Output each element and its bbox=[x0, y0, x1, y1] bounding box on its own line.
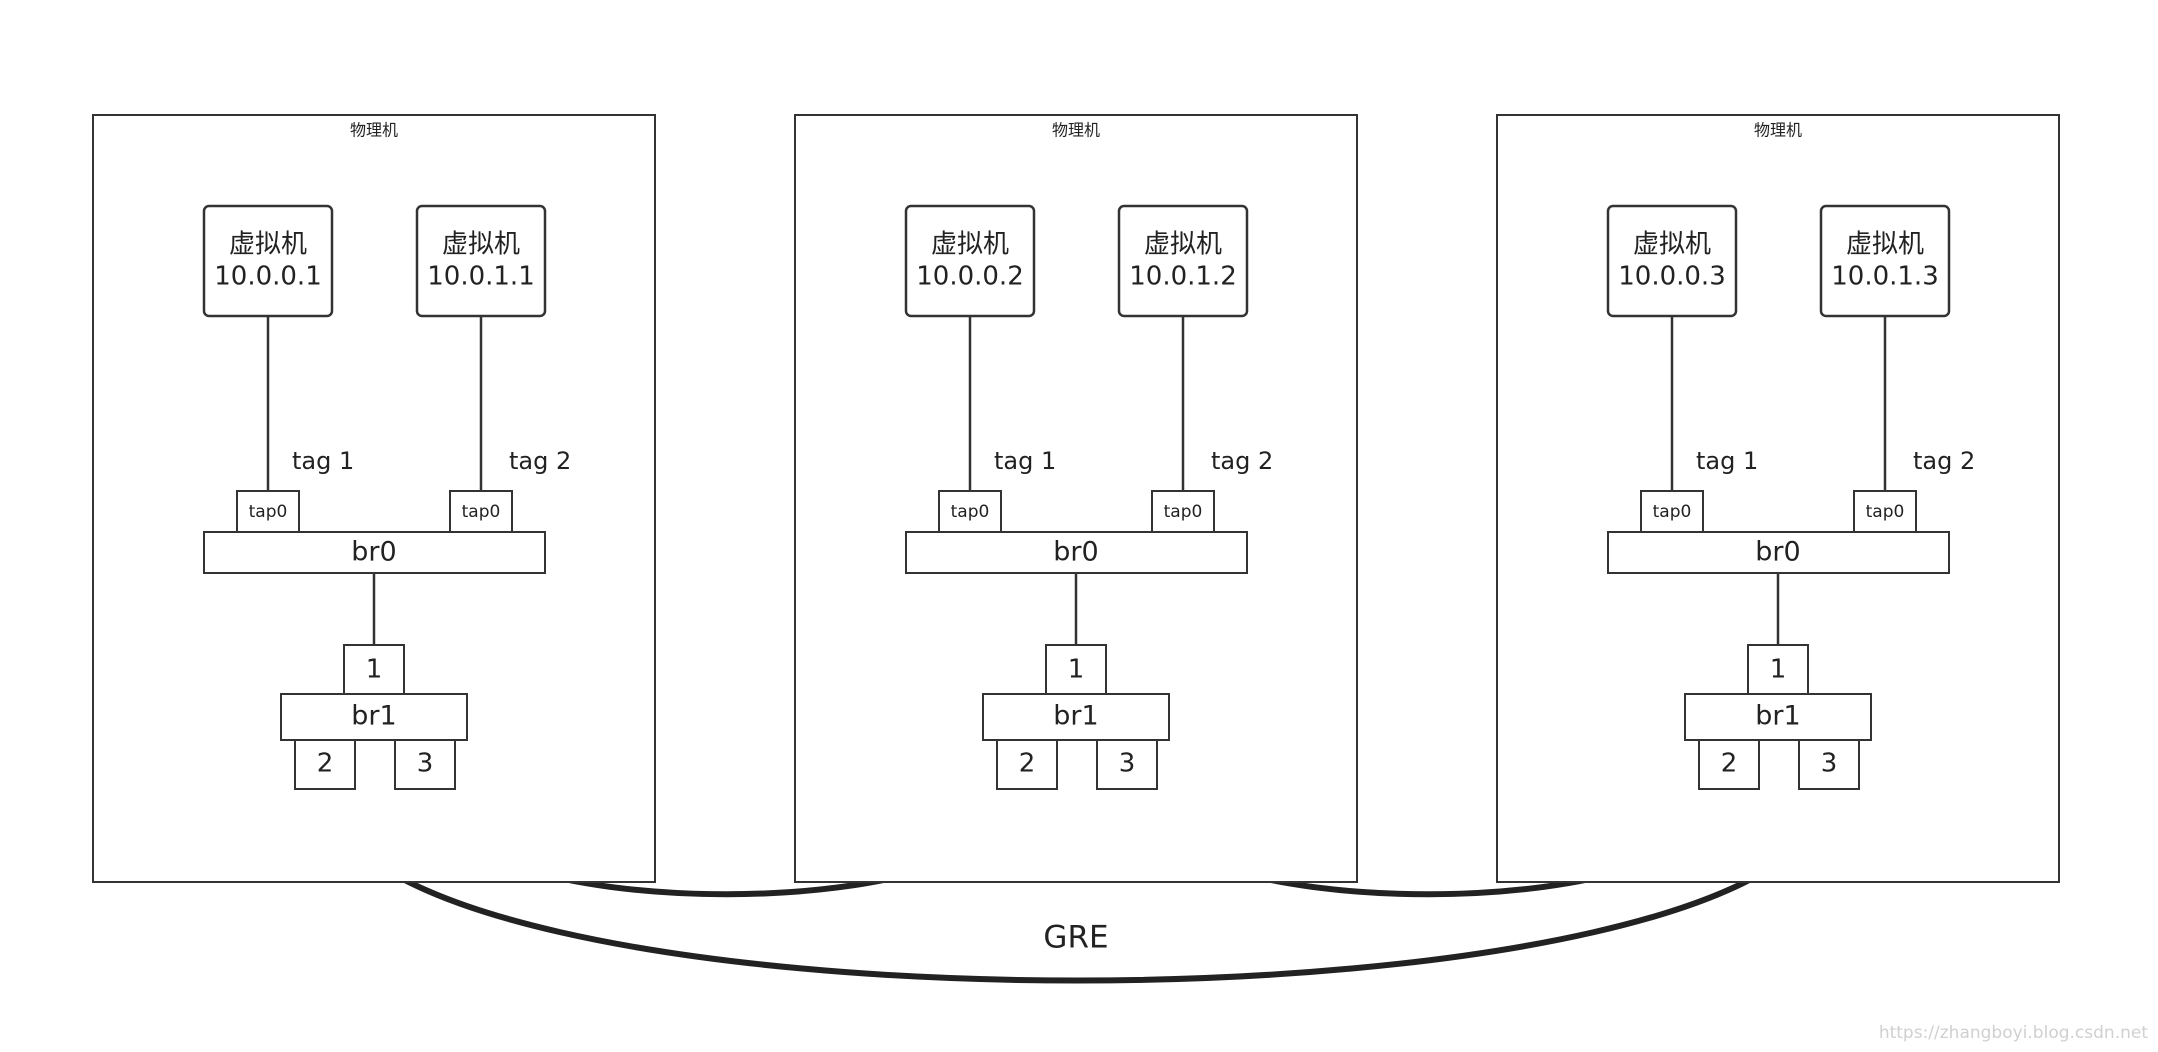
host-label: 物理机 bbox=[1754, 121, 1802, 140]
vm-title: 虚拟机 bbox=[931, 230, 1009, 260]
vm-ip: 10.0.0.2 bbox=[916, 262, 1024, 292]
vm-title: 虚拟机 bbox=[1846, 230, 1924, 260]
host-label: 物理机 bbox=[350, 121, 398, 140]
tap-label: tap0 bbox=[249, 502, 288, 522]
gre-tunnel-host1-host3 bbox=[322, 786, 1832, 984]
tap-port[interactable]: tap0 bbox=[1151, 490, 1215, 533]
tap-label: tap0 bbox=[1653, 502, 1692, 522]
bridge-label: br1 bbox=[351, 701, 396, 732]
bridge-port[interactable]: 1 bbox=[1045, 644, 1107, 695]
bridge-port[interactable]: 2 bbox=[294, 739, 356, 790]
port-label: 2 bbox=[317, 749, 334, 779]
port-label: 3 bbox=[1119, 749, 1136, 779]
vm-ip: 10.0.0.3 bbox=[1618, 262, 1726, 292]
bridge-port[interactable]: 2 bbox=[1698, 739, 1760, 790]
vm-box[interactable]: 虚拟机 10.0.1.2 bbox=[1117, 204, 1249, 318]
bridge-br1[interactable]: br1 bbox=[1684, 693, 1872, 741]
bridge-port[interactable]: 1 bbox=[1747, 644, 1809, 695]
bridge-label: br0 bbox=[351, 537, 396, 568]
vm-title: 虚拟机 bbox=[229, 230, 307, 260]
vm-box[interactable]: 虚拟机 10.0.0.2 bbox=[904, 204, 1036, 318]
vlan-tag: tag 1 bbox=[1696, 447, 1758, 475]
physical-host-2: 物理机 虚拟机 10.0.0.2 虚拟机 10.0.1.2 tag 1 tag … bbox=[794, 114, 1358, 883]
bridge-port[interactable]: 3 bbox=[1798, 739, 1860, 790]
vlan-tag: tag 2 bbox=[1211, 447, 1273, 475]
port-label: 1 bbox=[1770, 655, 1787, 685]
vlan-tag: tag 2 bbox=[1913, 447, 1975, 475]
bridge-br0[interactable]: br0 bbox=[203, 531, 546, 574]
vm-title: 虚拟机 bbox=[442, 230, 520, 260]
port-label: 2 bbox=[1019, 749, 1036, 779]
physical-host-3: 物理机 虚拟机 10.0.0.3 虚拟机 10.0.1.3 tag 1 tag … bbox=[1496, 114, 2060, 883]
tap-label: tap0 bbox=[951, 502, 990, 522]
tap-label: tap0 bbox=[462, 502, 501, 522]
tap-label: tap0 bbox=[1866, 502, 1905, 522]
tap-label: tap0 bbox=[1164, 502, 1203, 522]
vlan-tag: tag 2 bbox=[509, 447, 571, 475]
bridge-label: br0 bbox=[1755, 537, 1800, 568]
host-frame bbox=[1496, 114, 2060, 883]
gre-label: GRE bbox=[1043, 920, 1108, 956]
vm-ip: 10.0.1.2 bbox=[1129, 262, 1237, 292]
bridge-br0[interactable]: br0 bbox=[905, 531, 1248, 574]
tap-port[interactable]: tap0 bbox=[1853, 490, 1917, 533]
tap-port[interactable]: tap0 bbox=[449, 490, 513, 533]
physical-host-1: 物理机 虚拟机 10.0.0.1 虚拟机 10.0.1.1 tag 1 tag … bbox=[92, 114, 656, 883]
tap-port[interactable]: tap0 bbox=[1640, 490, 1704, 533]
host-frame bbox=[794, 114, 1358, 883]
host-frame bbox=[92, 114, 656, 883]
bridge-br1[interactable]: br1 bbox=[280, 693, 468, 741]
vm-box[interactable]: 虚拟机 10.0.0.1 bbox=[202, 204, 334, 318]
bridge-port[interactable]: 2 bbox=[996, 739, 1058, 790]
watermark: https://zhangboyi.blog.csdn.net bbox=[1879, 1023, 2149, 1043]
bridge-port[interactable]: 3 bbox=[1096, 739, 1158, 790]
vm-ip: 10.0.1.1 bbox=[427, 262, 535, 292]
bridge-label: br1 bbox=[1053, 701, 1098, 732]
vm-box[interactable]: 虚拟机 10.0.1.1 bbox=[415, 204, 547, 318]
port-label: 2 bbox=[1721, 749, 1738, 779]
vm-ip: 10.0.1.3 bbox=[1831, 262, 1939, 292]
vm-title: 虚拟机 bbox=[1144, 230, 1222, 260]
port-label: 3 bbox=[417, 749, 434, 779]
vm-box[interactable]: 虚拟机 10.0.0.3 bbox=[1606, 204, 1738, 318]
vlan-tag: tag 1 bbox=[292, 447, 354, 475]
bridge-port[interactable]: 3 bbox=[394, 739, 456, 790]
vm-title: 虚拟机 bbox=[1633, 230, 1711, 260]
bridge-br0[interactable]: br0 bbox=[1607, 531, 1950, 574]
host-label: 物理机 bbox=[1052, 121, 1100, 140]
tap-port[interactable]: tap0 bbox=[236, 490, 300, 533]
vm-ip: 10.0.0.1 bbox=[214, 262, 322, 292]
bridge-br1[interactable]: br1 bbox=[982, 693, 1170, 741]
port-label: 1 bbox=[366, 655, 383, 685]
bridge-label: br1 bbox=[1755, 701, 1800, 732]
port-label: 1 bbox=[1068, 655, 1085, 685]
bridge-label: br0 bbox=[1053, 537, 1098, 568]
bridge-port[interactable]: 1 bbox=[343, 644, 405, 695]
vlan-tag: tag 1 bbox=[994, 447, 1056, 475]
vm-box[interactable]: 虚拟机 10.0.1.3 bbox=[1819, 204, 1951, 318]
port-label: 3 bbox=[1821, 749, 1838, 779]
tap-port[interactable]: tap0 bbox=[938, 490, 1002, 533]
